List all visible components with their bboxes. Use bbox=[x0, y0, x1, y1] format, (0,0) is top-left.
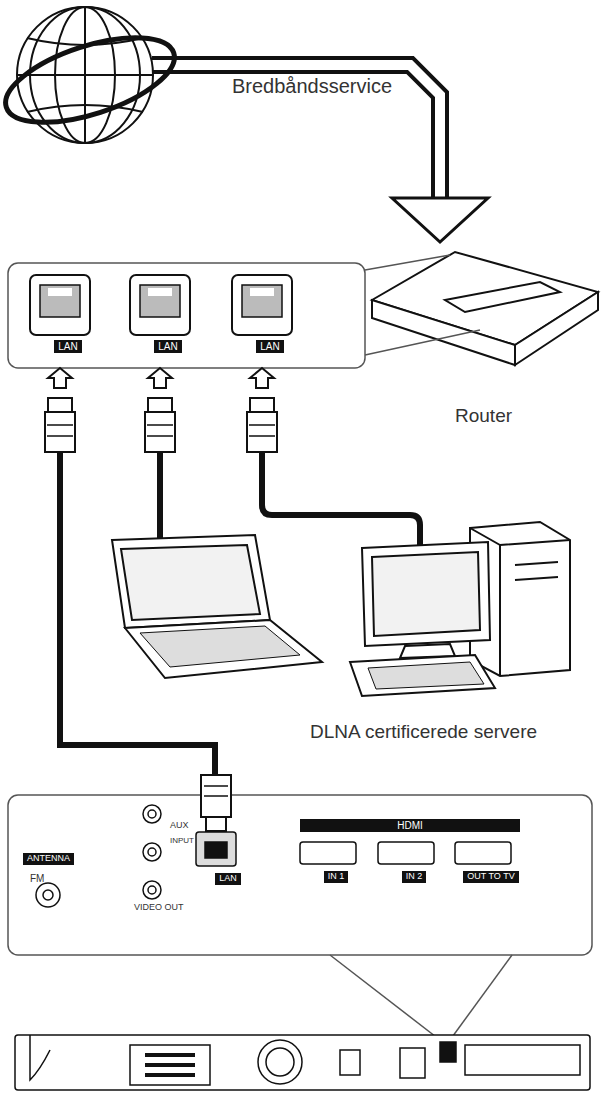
port-label: HDMI bbox=[300, 819, 520, 832]
port-label: IN 2 bbox=[402, 871, 427, 883]
lan-plugs bbox=[45, 368, 277, 452]
lan-ports bbox=[30, 275, 292, 335]
zoom-lines bbox=[330, 955, 512, 1040]
laptop bbox=[112, 535, 322, 678]
port-label: AUX bbox=[170, 821, 189, 831]
router-node: Router bbox=[365, 240, 600, 370]
arrow-body bbox=[152, 65, 440, 200]
globe bbox=[0, 7, 184, 143]
port-label: LAN bbox=[154, 340, 181, 353]
node-label: Bredbåndsservice bbox=[232, 75, 392, 97]
port-label: ANTENNA bbox=[23, 853, 74, 865]
arrow-head bbox=[392, 198, 488, 242]
panel-plug bbox=[201, 775, 231, 831]
port-label: LAN bbox=[54, 340, 81, 353]
port-label: LAN bbox=[256, 340, 283, 353]
port-label: FM bbox=[30, 873, 44, 884]
port-label: INPUT bbox=[170, 837, 194, 846]
globe-node: Bredbåndsservice bbox=[15, 5, 160, 150]
port-label: LAN bbox=[215, 873, 241, 885]
back-panel bbox=[8, 795, 592, 955]
caption-label: DLNA certificerede servere bbox=[310, 722, 537, 743]
arrow-outline bbox=[152, 65, 440, 200]
router bbox=[372, 252, 598, 365]
lan-panel-node: LAN LAN LAN bbox=[8, 263, 365, 368]
service-arrow bbox=[152, 65, 488, 242]
port-label: IN 1 bbox=[324, 871, 349, 883]
port-label: OUT TO TV bbox=[463, 871, 518, 883]
desktop-pc bbox=[350, 522, 570, 696]
back-panel-node: ANTENNA FM AUX INPUT VIDEO OUT LAN HDMI IN 1 IN … bbox=[8, 795, 592, 955]
player-rear bbox=[15, 1035, 590, 1090]
port-label: VIDEO OUT bbox=[134, 903, 184, 913]
lan-panel bbox=[8, 263, 365, 368]
node-label: Router bbox=[455, 406, 512, 427]
zoom-lines bbox=[365, 255, 480, 355]
cables bbox=[160, 452, 420, 545]
